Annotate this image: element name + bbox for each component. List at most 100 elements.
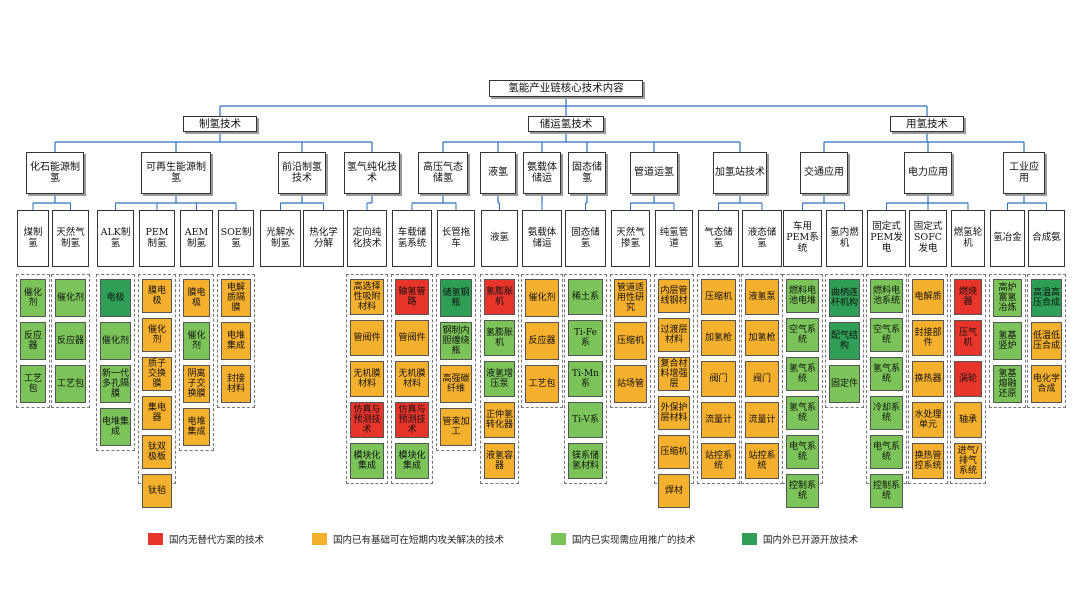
sub-hydrogen-purification: 氢气纯化技术 bbox=[344, 152, 400, 194]
leaf-header: 液态储氢 bbox=[742, 210, 782, 267]
tech-item: 封接材料 bbox=[221, 365, 251, 403]
tech-item: 配气结构 bbox=[829, 322, 860, 360]
tech-item: 电堆集成 bbox=[100, 408, 131, 446]
tech-item: 控制系统 bbox=[870, 474, 903, 508]
leaf-header: 热化学分解 bbox=[303, 210, 344, 267]
leaf-header: AEM制氢 bbox=[180, 210, 213, 267]
tech-item: 站控系统 bbox=[745, 443, 779, 479]
tech-item: 焊材 bbox=[658, 474, 690, 508]
tech-item: 工艺包 bbox=[525, 365, 559, 403]
tech-item: 空气系统 bbox=[870, 318, 903, 352]
tech-item: 曲柄连杆机构 bbox=[829, 279, 860, 317]
leaf-header: 车载储氢系统 bbox=[392, 210, 432, 267]
sub-solid-storage: 固态储氢 bbox=[568, 152, 606, 194]
leaf-header: 气态储氢 bbox=[698, 210, 739, 267]
tech-item: 无机膜材料 bbox=[395, 361, 429, 397]
tech-item: 氢气系统 bbox=[786, 357, 819, 391]
tech-item: 催化剂 bbox=[55, 279, 86, 317]
tech-item: 催化剂 bbox=[100, 322, 131, 360]
tech-item: 燃料电池电堆 bbox=[786, 279, 819, 313]
tech-item: 仿真与预测技术 bbox=[395, 402, 429, 438]
tech-item: 涡轮 bbox=[954, 361, 982, 397]
root-node: 氢能产业链核心技术内容 bbox=[489, 80, 643, 97]
tech-item: 过渡层材料 bbox=[658, 318, 690, 352]
tech-item: Ti-Fe系 bbox=[568, 320, 603, 356]
tech-item: 燃料电池系统 bbox=[870, 279, 903, 313]
tech-item: 流量计 bbox=[745, 402, 779, 438]
sub-high-pressure-storage: 高压气态储氢 bbox=[418, 152, 468, 194]
legend-red: 国内无替代方案的技术 bbox=[148, 532, 264, 546]
leaf-column-frame bbox=[391, 274, 433, 484]
tech-item: 冷却系统 bbox=[870, 396, 903, 430]
leaf-column-frame bbox=[480, 274, 519, 484]
sub-industrial-application: 工业应用 bbox=[1003, 152, 1045, 194]
leaf-header: 车用PEM系统 bbox=[783, 210, 822, 267]
category-hydrogen-production: 制氢技术 bbox=[183, 116, 257, 132]
legend-green: 国内外已开源开放技术 bbox=[742, 532, 858, 546]
tech-item: 氢基熔融还原 bbox=[993, 365, 1022, 403]
legend-label-red: 国内无替代方案的技术 bbox=[169, 535, 265, 546]
tech-item: 站场管 bbox=[614, 365, 647, 403]
tech-item: 钛毡 bbox=[142, 474, 172, 508]
tech-item: 轴承 bbox=[954, 402, 982, 438]
legend-orange: 国内已有基础可在短期内攻关解决的技术 bbox=[312, 532, 504, 546]
tech-item: 液氢增压泵 bbox=[484, 361, 515, 397]
tech-item: 电堆集成 bbox=[221, 322, 251, 360]
tech-item: 无机膜材料 bbox=[350, 361, 384, 397]
leaf-header: 氨载体储运 bbox=[522, 210, 562, 267]
category-hydrogen-use: 用氢技术 bbox=[890, 116, 964, 132]
sub-ammonia-carrier: 氨载体储运 bbox=[523, 152, 561, 194]
sub-liquid-hydrogen: 液氢 bbox=[480, 152, 516, 194]
tech-item: 管阀件 bbox=[350, 320, 384, 356]
tech-item: 工艺包 bbox=[20, 365, 46, 403]
sub-pipeline-transport: 管道运氢 bbox=[630, 152, 678, 194]
tech-item: 加氢枪 bbox=[701, 320, 736, 356]
tech-item: 模块化集成 bbox=[395, 443, 429, 479]
tech-item: 复合材料增强层 bbox=[658, 357, 690, 391]
legend-swatch-orange bbox=[312, 533, 327, 545]
tech-item: 氢膨胀机 bbox=[484, 279, 515, 315]
leaf-header: 煤制氢 bbox=[17, 210, 49, 267]
tech-item: 内层管线钢材 bbox=[658, 279, 690, 313]
tech-item: 电气系统 bbox=[870, 435, 903, 469]
leaf-header: 纯氢管道 bbox=[655, 210, 693, 267]
leaf-header: 天然气制氢 bbox=[52, 210, 89, 267]
tech-item: 进气/排气系统 bbox=[954, 443, 982, 479]
leaf-column-frame bbox=[51, 274, 90, 408]
tech-item: 电解质隔膜 bbox=[221, 279, 251, 317]
tech-item: 管阀件 bbox=[395, 320, 429, 356]
leaf-column-frame bbox=[217, 274, 255, 408]
leaf-column-frame bbox=[179, 274, 214, 451]
tech-item: 外保护层材料 bbox=[658, 396, 690, 430]
tech-item: 加氢枪 bbox=[745, 320, 779, 356]
leaf-header: 天然气掺氢 bbox=[611, 210, 650, 267]
tech-item: 膜电极 bbox=[142, 279, 172, 313]
sub-frontier-hydrogen: 前沿制氢技术 bbox=[278, 152, 326, 194]
tech-item: 质子交换膜 bbox=[142, 357, 172, 391]
tech-item: 阴离子交换膜 bbox=[183, 365, 210, 403]
tech-item: 压气机 bbox=[954, 320, 982, 356]
leaf-header: 合成氨 bbox=[1028, 210, 1065, 267]
tech-item: 电气系统 bbox=[786, 435, 819, 469]
leaf-column-frame bbox=[908, 274, 948, 484]
tech-item: 高强碳纤维 bbox=[440, 365, 472, 403]
tech-item: 反应器 bbox=[55, 322, 86, 360]
leaf-header: 液氢 bbox=[481, 210, 518, 267]
tech-item: 液氢泵 bbox=[745, 279, 779, 315]
tech-item: 站控系统 bbox=[701, 443, 736, 479]
tech-item: 换热器 bbox=[912, 361, 944, 397]
leaf-header: 氢冶金 bbox=[990, 210, 1025, 267]
tech-item: 氢气系统 bbox=[786, 396, 819, 430]
tech-item: 氢膨胀机 bbox=[484, 320, 515, 356]
legend-light-green: 国内已实现需应用推广的技术 bbox=[551, 532, 696, 546]
leaf-column-frame bbox=[564, 274, 607, 484]
tech-item: 压缩机 bbox=[658, 435, 690, 469]
sub-refueling-station: 加氢站技术 bbox=[713, 152, 767, 194]
tech-item: 催化剂 bbox=[142, 318, 172, 352]
leaf-header: SOE制氢 bbox=[218, 210, 254, 267]
tech-item: 钢制内胆缠绕瓶 bbox=[440, 322, 472, 360]
leaf-column-frame bbox=[96, 274, 135, 451]
tech-item: 封接部件 bbox=[912, 320, 944, 356]
